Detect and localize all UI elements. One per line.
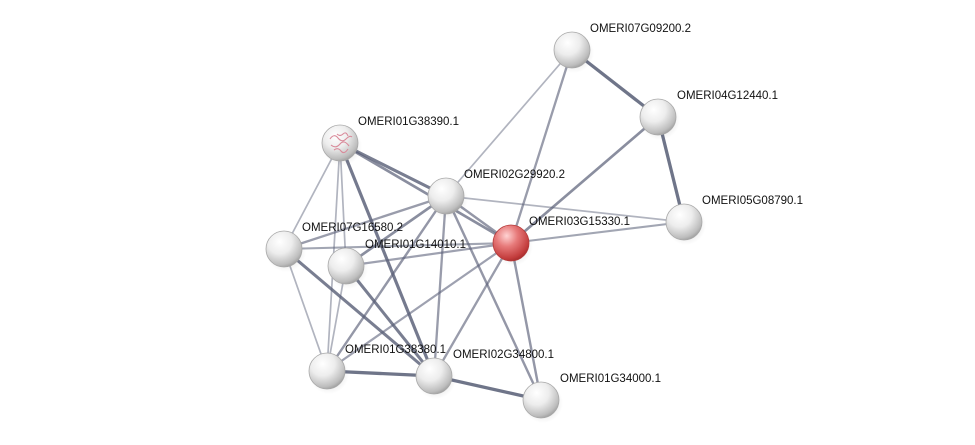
node-sphere[interactable] (427, 177, 465, 215)
node-label: OMERI01G34000.1 (560, 373, 661, 385)
edge-omeri03g15330-1-omeri01g14010-1 (344, 241, 513, 268)
edge-omeri05g08790-1-omeri03g15330-1 (509, 220, 686, 245)
protein-structure-strand (330, 141, 350, 148)
node-omeri07g16580-2[interactable]: OMERI07G16580.2 (265, 222, 403, 272)
node-sphere[interactable] (308, 352, 346, 390)
nodes-layer: OMERI07G09200.2OMERI04G12440.1OMERI01G38… (265, 23, 803, 423)
edge-omeri07g09200-2-omeri03g15330-1 (509, 48, 574, 245)
node-sphere[interactable] (327, 247, 365, 285)
edge-omeri05g08790-1-omeri02g29920-2 (445, 195, 685, 223)
node-omeri07g09200-2[interactable]: OMERI07G09200.2 (553, 23, 691, 73)
edge-omeri02g29920-2-omeri01g34000-1 (444, 194, 543, 402)
node-label: OMERI01G38390.1 (358, 116, 459, 128)
node-sphere[interactable] (553, 31, 591, 69)
node-label: OMERI03G15330.1 (529, 216, 630, 228)
node-label: OMERI04G12440.1 (677, 90, 778, 102)
node-omeri01g38390-1[interactable]: OMERI01G38390.1 (321, 116, 459, 166)
protein-structure-strand (333, 148, 349, 154)
node-omeri02g34800-1[interactable]: OMERI02G34800.1 (415, 349, 554, 399)
node-label: OMERI02G29920.2 (464, 169, 565, 181)
edge-omeri02g29920-2-omeri07g16580-2 (282, 194, 448, 251)
edge-omeri03g15330-1-omeri01g34000-1 (509, 241, 543, 402)
edge-omeri01g38390-1-omeri03g15330-1 (338, 141, 513, 245)
edge-omeri03g15330-1-omeri07g16580-2 (282, 241, 513, 251)
protein-structure-strand (329, 135, 353, 142)
edge-omeri07g16580-2-omeri02g34800-1 (282, 247, 436, 378)
protein-structure-strand (336, 132, 349, 137)
node-sphere[interactable] (265, 230, 303, 268)
node-sphere[interactable] (415, 357, 453, 395)
node-omeri01g34000-1[interactable]: OMERI01G34000.1 (522, 373, 661, 423)
node-label: OMERI02G34800.1 (453, 349, 554, 361)
node-label: OMERI01G38380.1 (345, 344, 446, 356)
edge-omeri03g15330-1-omeri02g34800-1 (432, 241, 513, 378)
edge-omeri07g09200-2-omeri02g29920-2 (445, 49, 573, 197)
node-omeri04g12440-1[interactable]: OMERI04G12440.1 (639, 90, 778, 140)
node-label: OMERI05G08790.1 (702, 195, 803, 207)
node-sphere[interactable] (639, 98, 677, 136)
protein-structure-icon (329, 132, 353, 154)
node-sphere[interactable] (665, 203, 703, 241)
edge-omeri03g15330-1-omeri01g38380-1 (325, 241, 513, 373)
node-omeri02g29920-2[interactable]: OMERI02G29920.2 (427, 169, 565, 219)
node-label: OMERI01G14010.1 (365, 239, 466, 251)
node-sphere[interactable] (321, 124, 359, 162)
node-omeri01g14010-1[interactable]: OMERI01G14010.1 (327, 239, 466, 289)
node-label: OMERI07G09200.2 (590, 23, 691, 35)
edge-omeri02g29920-2-omeri02g34800-1 (432, 194, 448, 378)
query-node-sphere[interactable] (492, 224, 530, 262)
edge-omeri02g29920-2-omeri01g14010-1 (344, 194, 448, 268)
node-omeri03g15330-1[interactable]: OMERI03G15330.1 (492, 216, 630, 266)
edge-omeri04g12440-1-omeri03g15330-1 (509, 115, 660, 245)
node-omeri05g08790-1[interactable]: OMERI05G08790.1 (665, 195, 803, 245)
node-sphere[interactable] (522, 381, 560, 419)
node-label: OMERI07G16580.2 (302, 222, 403, 234)
edge-omeri02g29920-2-omeri01g38380-1 (325, 194, 448, 373)
node-omeri01g38380-1[interactable]: OMERI01G38380.1 (308, 344, 446, 394)
